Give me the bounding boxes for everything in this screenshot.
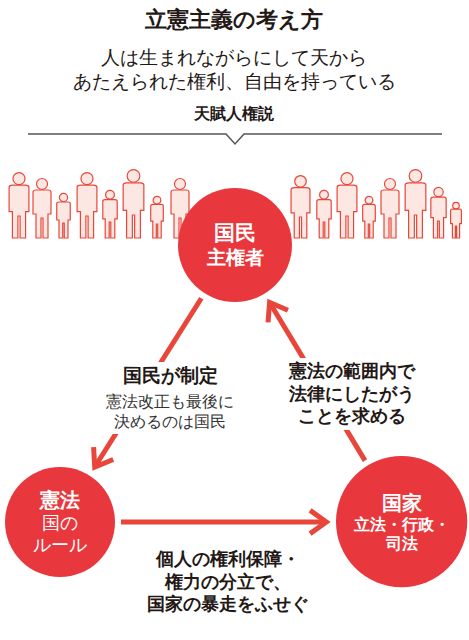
person-figure xyxy=(451,202,462,238)
theory-name: 天賦人権説 xyxy=(194,104,274,124)
circle-fill xyxy=(5,467,115,577)
person-figure xyxy=(77,173,97,238)
person-figure xyxy=(363,196,376,238)
circle-node: 国家立法・行政・ 司法 xyxy=(336,456,467,587)
circle-node: 憲法国の ルール xyxy=(5,467,115,577)
person-figure xyxy=(381,179,399,239)
edge-label: 国民が制定 xyxy=(119,362,222,390)
note-text: 憲法改正も最後に 決めるのは国民 xyxy=(97,390,243,434)
person-figure xyxy=(291,176,310,238)
node-heading: 国家 xyxy=(382,491,422,515)
circle-fill xyxy=(178,188,292,302)
node-heading: 国民 xyxy=(214,221,256,246)
circle-fill xyxy=(336,456,467,587)
person-figure xyxy=(337,173,357,238)
node-heading: 憲法 xyxy=(40,488,80,512)
person-figure xyxy=(317,190,331,238)
title: 立憲主義の考え方 xyxy=(145,6,323,34)
arrowhead xyxy=(94,447,114,467)
node-text: 国の ルール xyxy=(28,512,92,555)
edge-label: 個人の権利保障・ 権力の分立で、 国家の暴走をふせぐ xyxy=(137,546,319,618)
person-figure xyxy=(405,170,426,238)
arrowhead xyxy=(310,510,326,533)
arrowhead xyxy=(268,302,288,322)
arrow-connector xyxy=(121,510,326,533)
connector-line xyxy=(121,519,323,524)
person-figure xyxy=(9,173,29,238)
person-figure xyxy=(57,193,71,238)
person-figure xyxy=(33,179,51,239)
edge-label: 憲法の範囲内で 法律にしたがう ことを求める xyxy=(279,358,425,430)
person-figure xyxy=(123,170,144,238)
circle-node: 国民主権者 xyxy=(178,188,292,302)
person-figure xyxy=(103,190,117,238)
person-figure xyxy=(431,187,446,238)
node-text: 主権者 xyxy=(207,246,264,269)
premise-text: 人は生まれながらにして天から あたえられた権利、自由を持っている xyxy=(64,46,404,94)
node-text: 立法・行政・ 司法 xyxy=(350,515,454,553)
bracket-line xyxy=(28,134,442,144)
person-figure xyxy=(151,196,164,238)
